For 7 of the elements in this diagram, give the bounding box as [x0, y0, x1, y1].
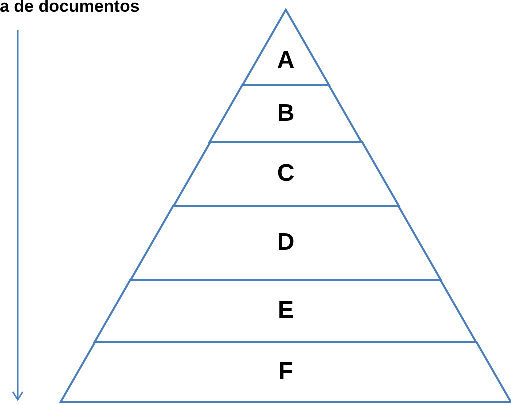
section-label: F [278, 360, 294, 384]
section-label: C [277, 162, 295, 186]
section-label: E [278, 299, 294, 323]
section-label: A [277, 48, 295, 73]
title: a de documentos [0, 0, 140, 17]
section-label: D [277, 231, 295, 255]
section-label: B [277, 102, 295, 126]
